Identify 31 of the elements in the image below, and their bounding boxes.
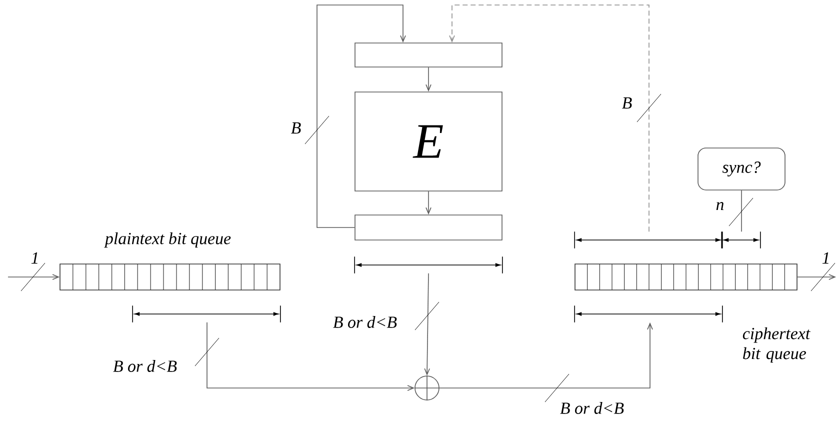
arrow: [424, 273, 430, 376]
queue-label: ciphertext bit queue: [742, 327, 810, 363]
width-bracket: [132, 305, 281, 323]
edge-label: B: [290, 122, 301, 134]
xor-symbol: [414, 375, 440, 401]
arrow: [316, 4, 406, 228]
register-box: [354, 42, 502, 68]
arrow: [797, 274, 836, 280]
arrow: [426, 67, 432, 92]
bit-queue: [574, 264, 798, 290]
width-bracket: [354, 256, 503, 274]
register-box: [354, 214, 502, 240]
edge-label: B or d<B: [333, 316, 397, 328]
width-bracket: [721, 231, 761, 249]
edge-label: 1: [31, 252, 38, 264]
arrow: [206, 322, 415, 391]
sync-box: sync?: [698, 148, 786, 190]
edge-label: B or d<B: [560, 402, 624, 414]
arrow: [8, 274, 60, 280]
queue-label: plaintext bit queue: [104, 232, 231, 248]
width-bracket: [574, 231, 723, 249]
cipher-block-box: E: [354, 92, 502, 192]
edge-label: B: [622, 97, 632, 109]
edge-label: B or d<B: [113, 360, 177, 372]
bit-queue: [60, 264, 280, 290]
arrow: [439, 322, 653, 388]
arrow: [449, 4, 650, 232]
arrow: [426, 191, 432, 215]
edge-label: n: [716, 202, 724, 210]
width-bracket: [574, 305, 723, 323]
edge-label: 1: [822, 252, 828, 264]
